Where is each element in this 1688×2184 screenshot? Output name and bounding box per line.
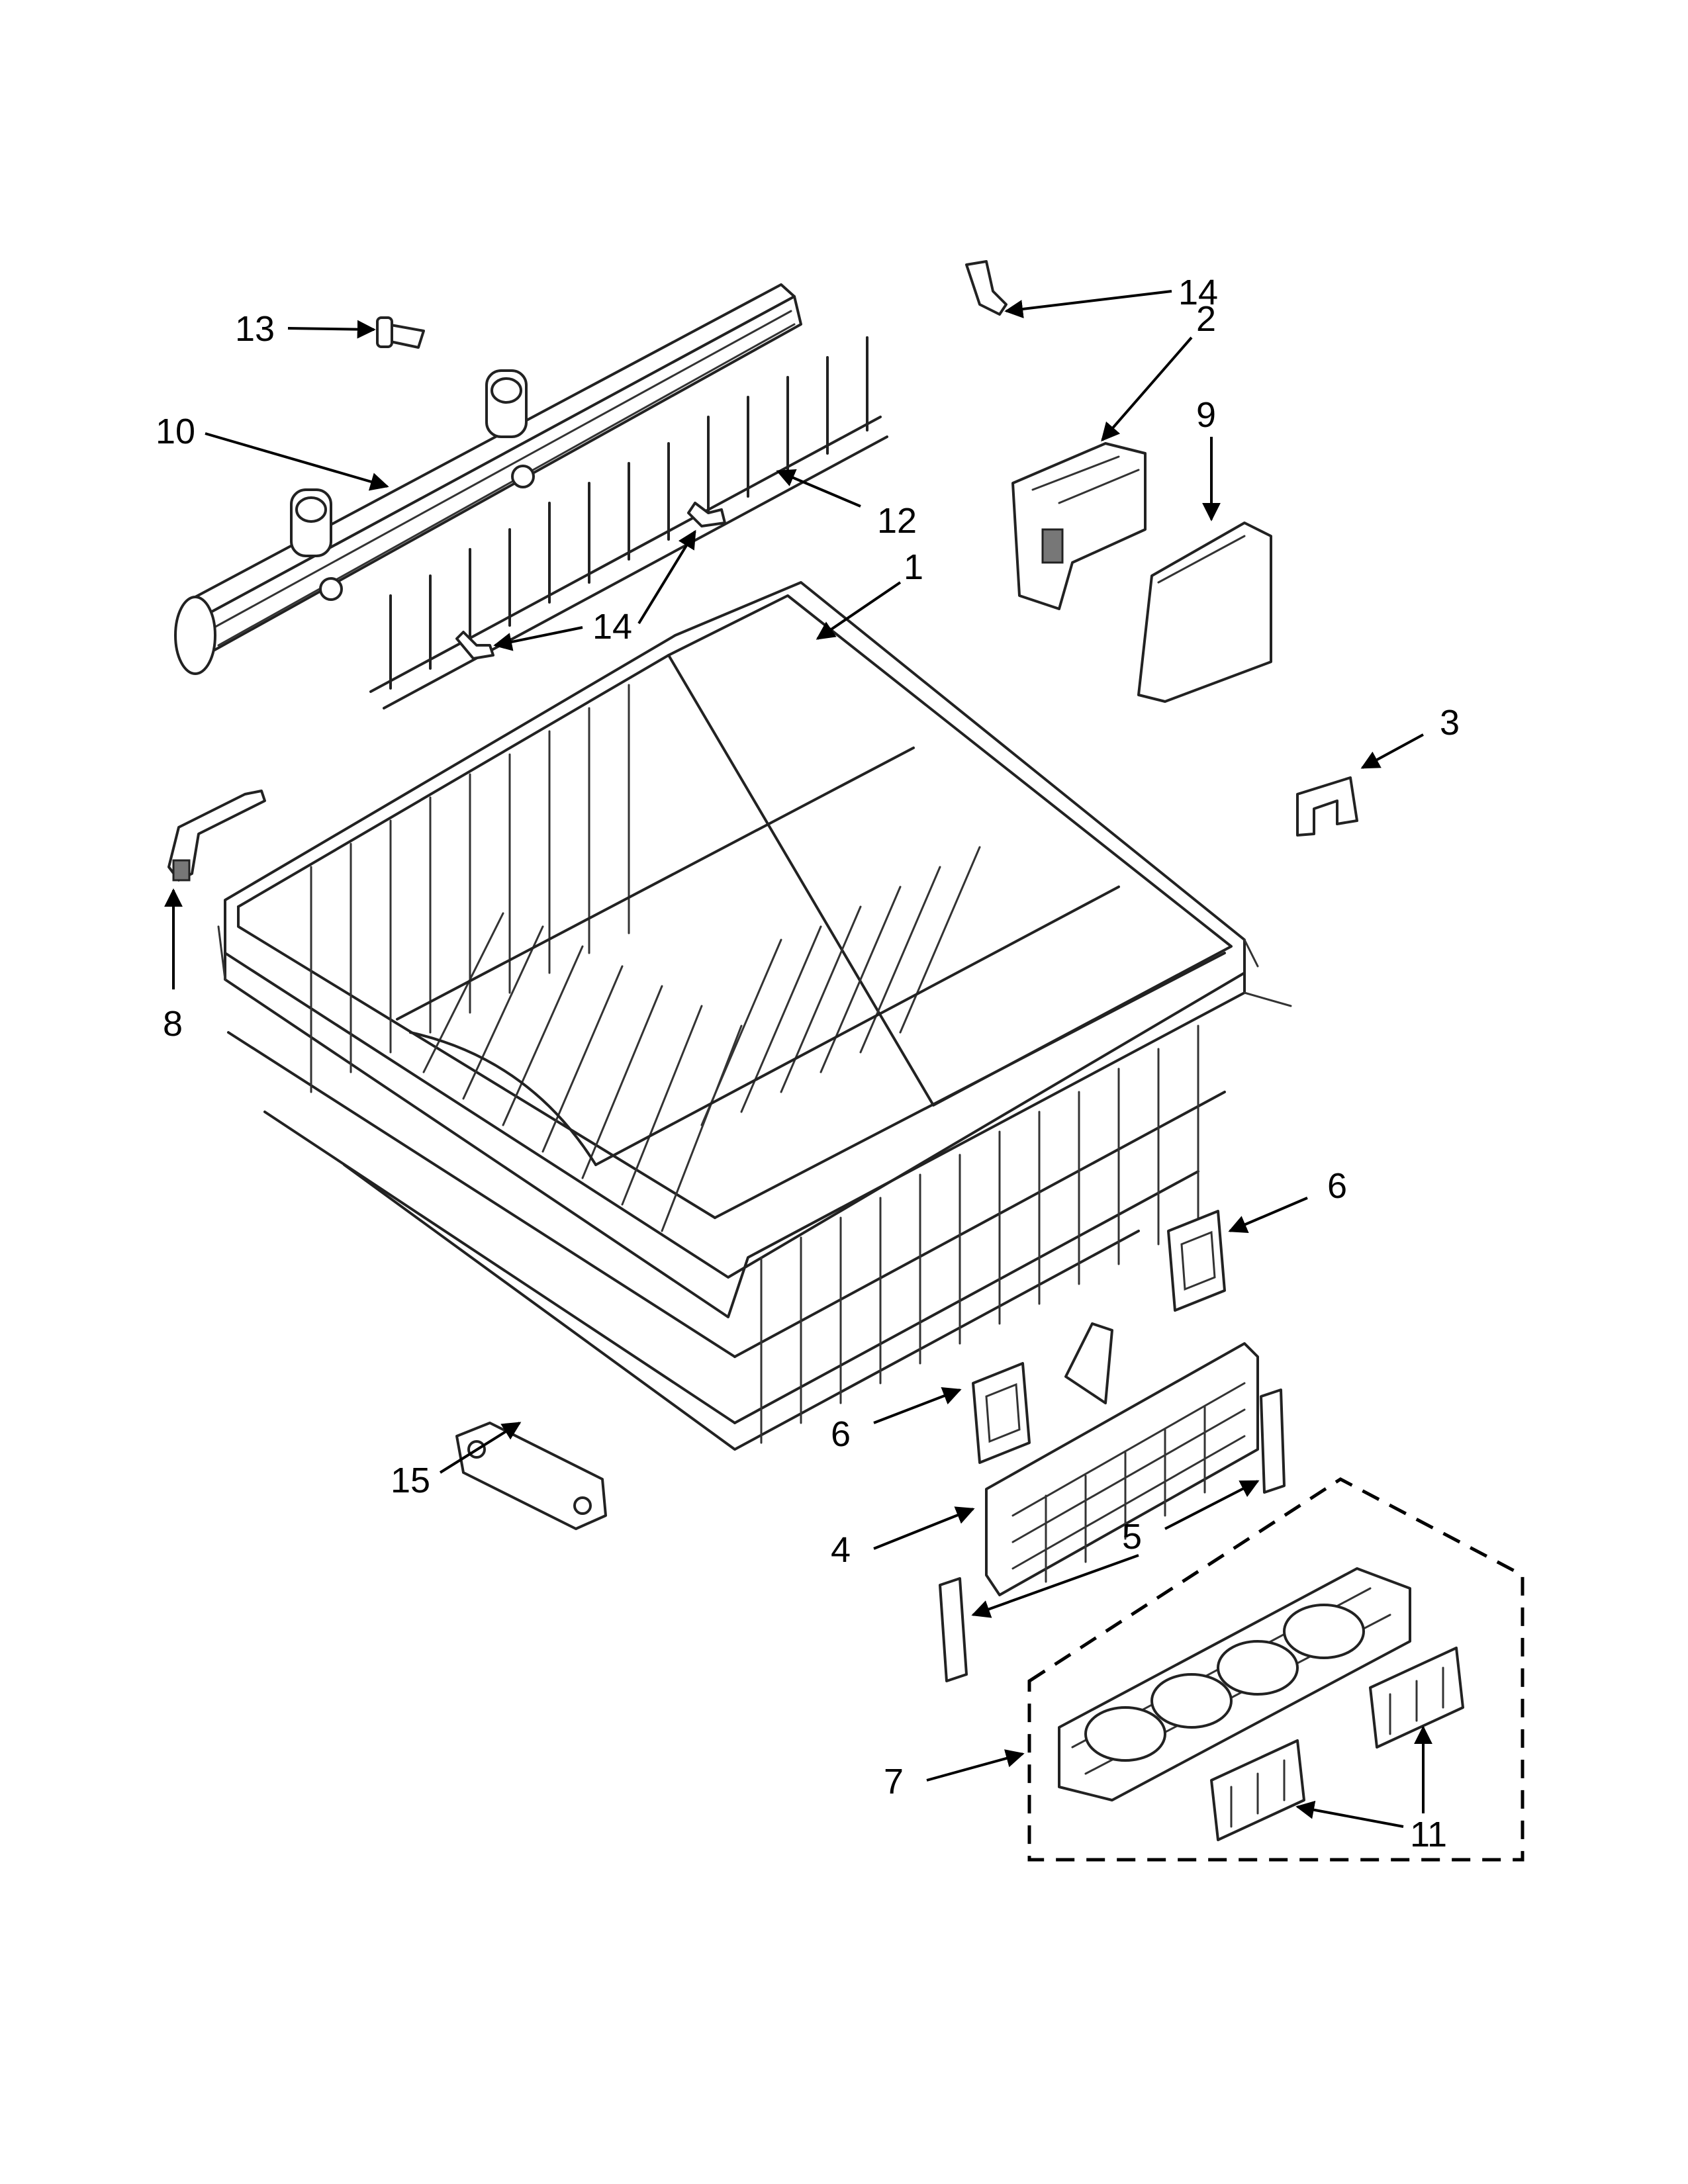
callout-10: 10 <box>156 412 195 451</box>
clip-part <box>1296 776 1358 837</box>
callout-2: 2 <box>1196 299 1216 339</box>
cover-part <box>1137 522 1272 703</box>
callout-6-lower: 6 <box>831 1414 851 1454</box>
tine-assembly-part <box>985 1322 1259 1596</box>
callout-14-mid: 14 <box>592 607 632 647</box>
tine-post-left-part <box>939 1577 968 1682</box>
callout-3: 3 <box>1440 703 1460 743</box>
callout-1: 1 <box>904 547 923 587</box>
caddy-clip-right-part <box>1369 1647 1464 1749</box>
caddy-part <box>1058 1567 1411 1801</box>
group-outline <box>1027 1477 1524 1862</box>
callout-13: 13 <box>235 309 275 349</box>
stop-part <box>455 1422 607 1530</box>
callout-labels: 13 10 12 14 14 14 2 9 1 3 8 6 6 4 5 15 7… <box>156 273 1460 1854</box>
callout-6-upper: 6 <box>1327 1166 1347 1206</box>
caddy-clip-left-part <box>1210 1739 1305 1841</box>
tine-holder-part <box>1167 1210 1226 1312</box>
callout-8: 8 <box>163 1004 183 1044</box>
callout-11: 11 <box>1410 1815 1447 1854</box>
rack-rail-part <box>174 283 802 675</box>
callout-4: 4 <box>831 1530 851 1570</box>
leader-lines <box>164 290 1432 1828</box>
callout-14-top: 14 <box>1178 273 1218 312</box>
callout-5: 5 <box>1122 1517 1142 1557</box>
callout-9: 9 <box>1196 395 1216 435</box>
housing-part <box>1011 442 1147 610</box>
tine-holder-lower-part <box>972 1362 1031 1464</box>
screw-part <box>376 316 425 349</box>
callout-15: 15 <box>391 1461 430 1500</box>
rack-bracket-part <box>167 790 266 882</box>
tine-post-right-part <box>1260 1388 1286 1494</box>
callout-12: 12 <box>877 501 917 541</box>
upper-dishrack-part <box>217 581 1292 1451</box>
callout-7: 7 <box>884 1762 904 1801</box>
